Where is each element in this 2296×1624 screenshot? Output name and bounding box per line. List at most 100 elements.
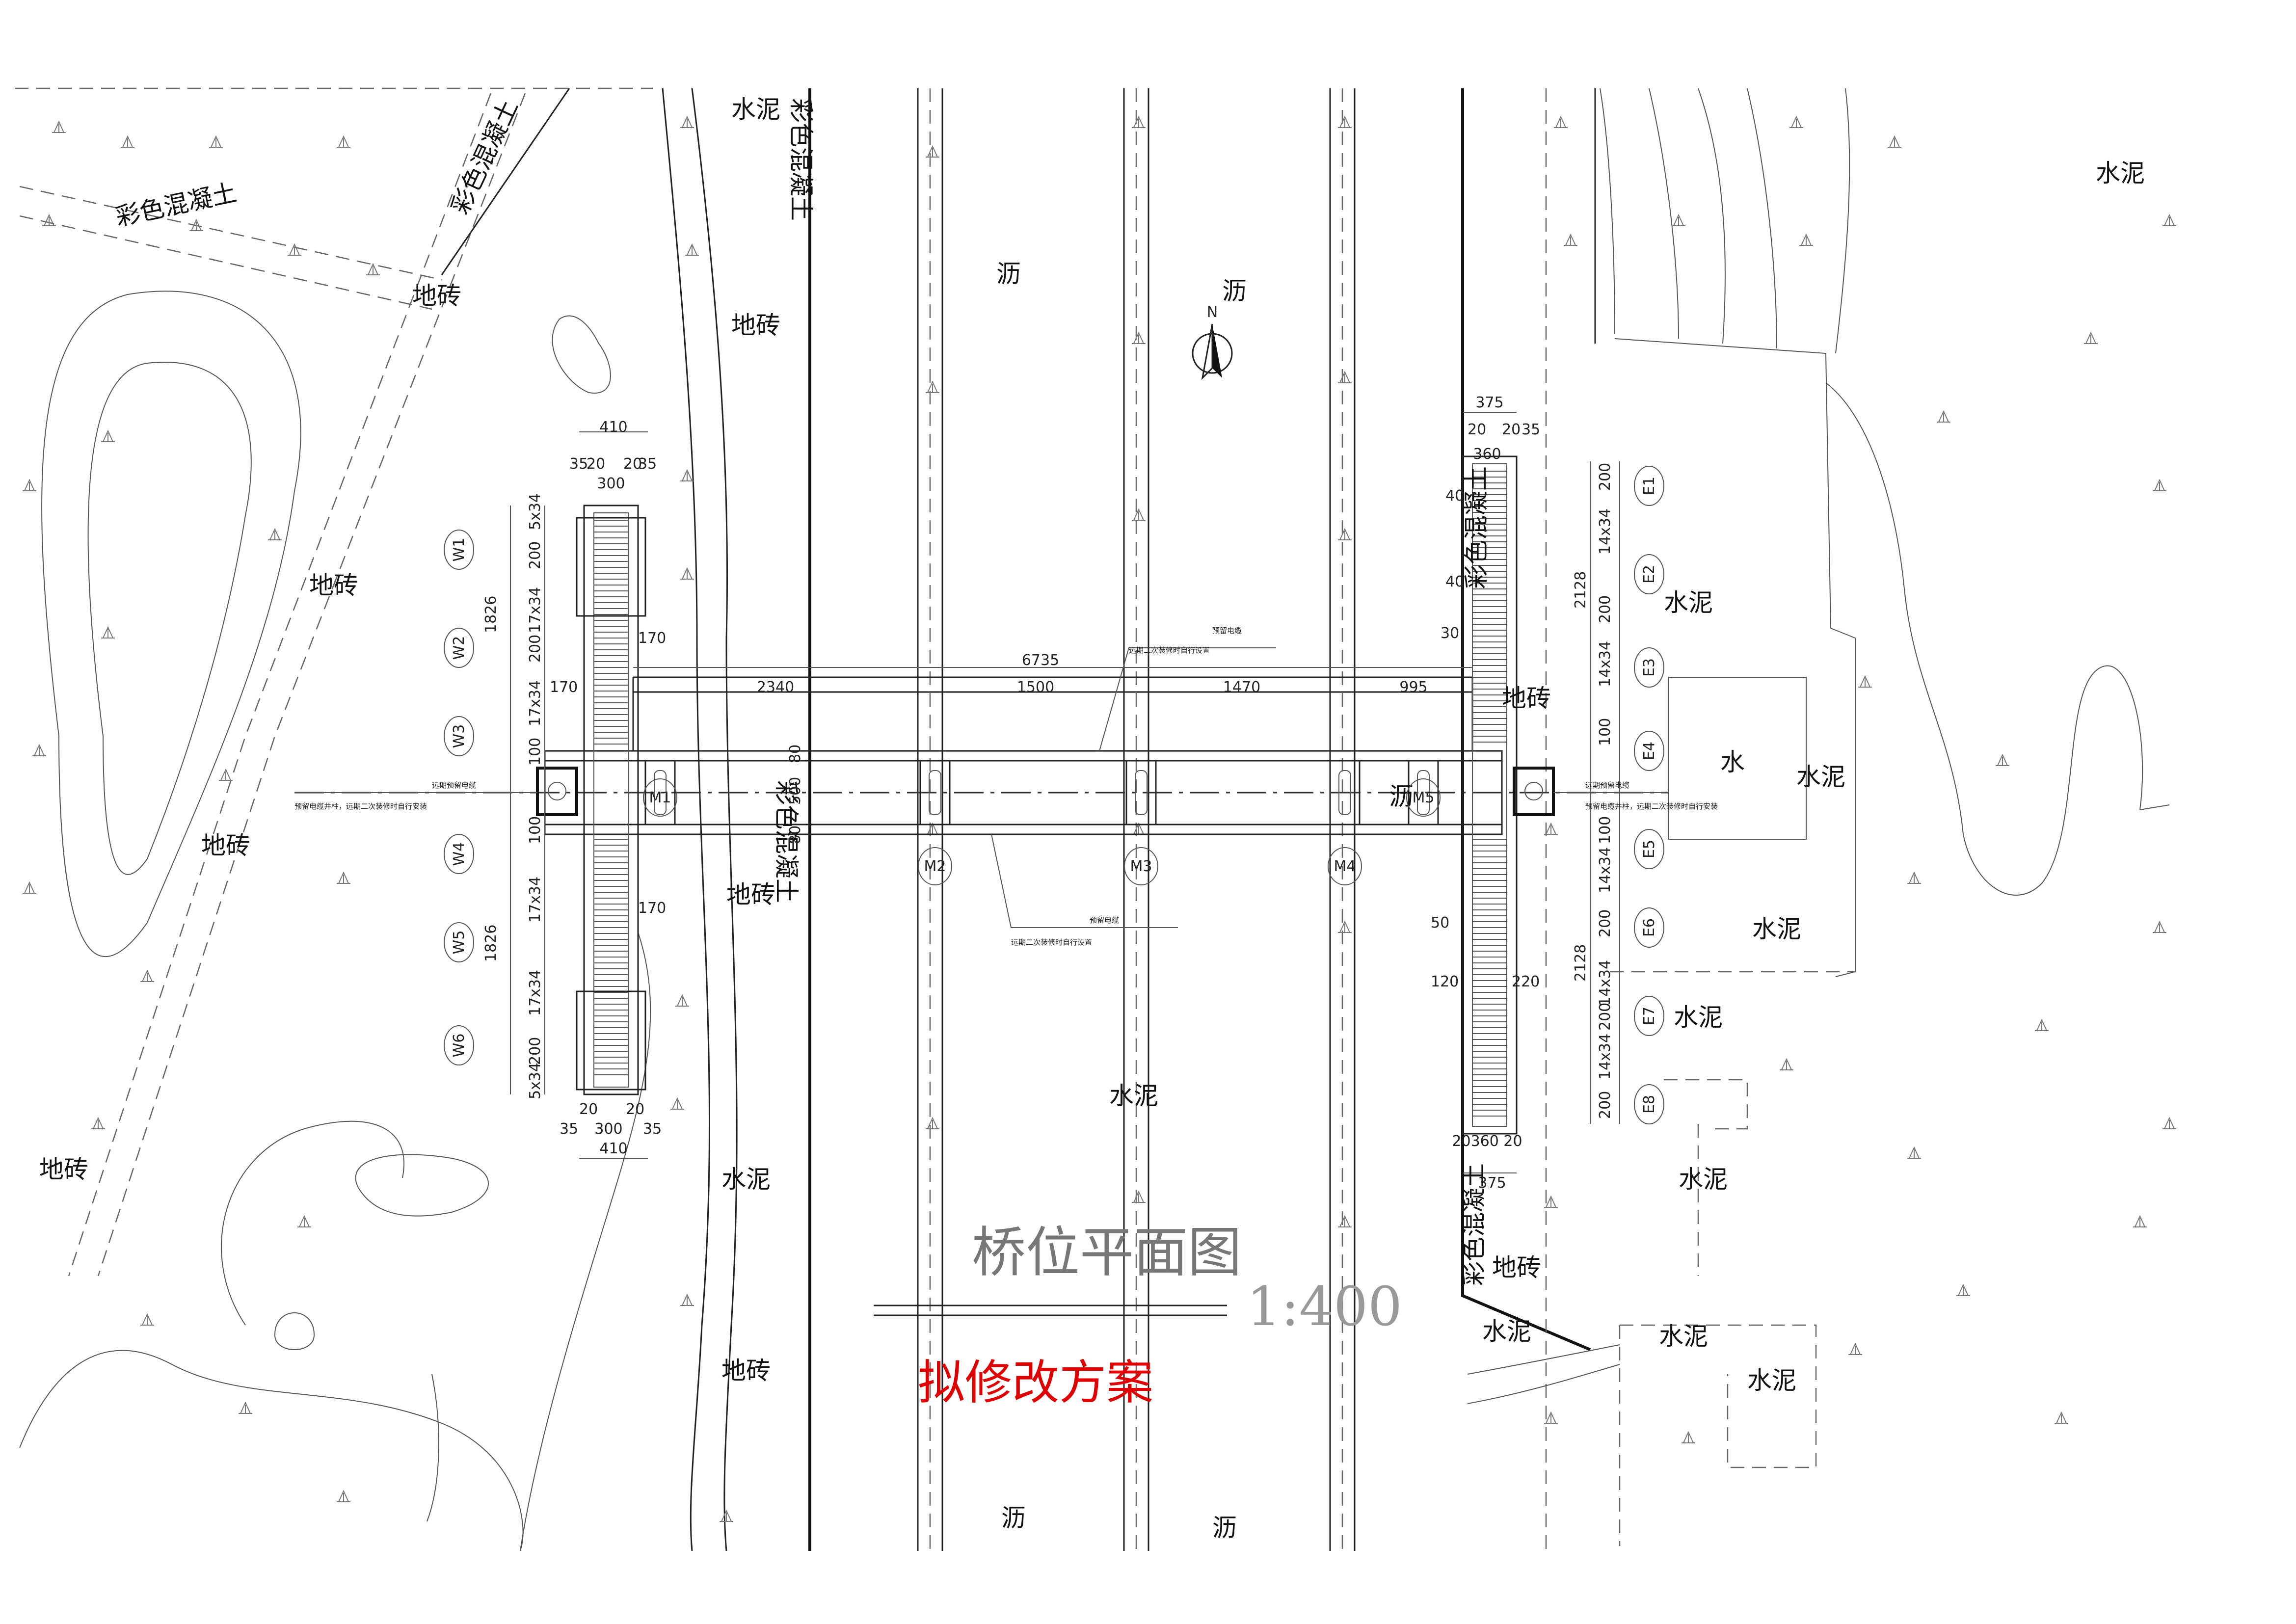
- note-cable-well: 预留电缆井柱，远期二次装修时自行安装: [294, 802, 427, 811]
- dim-west-inner: 300: [594, 1120, 622, 1138]
- north-arrow: N: [1192, 304, 1233, 380]
- label-tile: 地砖: [731, 311, 780, 340]
- dim-offset: 30: [1441, 625, 1459, 642]
- label-water: 水: [1720, 748, 1745, 776]
- dim-landing: 100: [527, 816, 544, 844]
- dim-landing: 200: [527, 635, 544, 663]
- dim-steps: 17x34: [527, 587, 544, 633]
- pier-label: M4: [1334, 858, 1356, 875]
- dim-steps: 14x34: [1597, 508, 1614, 555]
- dim-steps: 5x34: [527, 493, 544, 530]
- note-future: 远期二次装修时自行设置: [1011, 938, 1092, 947]
- east-stair-label: E7: [1641, 1007, 1658, 1025]
- site-linework: [15, 87, 2170, 1551]
- bridge: [294, 455, 1669, 1135]
- dim-offset: 50: [1431, 914, 1449, 932]
- dim-landing: 100: [1597, 718, 1614, 746]
- dim-landing: 170: [638, 630, 666, 647]
- dim-steps: 14x34: [1597, 847, 1614, 893]
- note-reserved-cable: 远期预留电缆: [1585, 781, 1629, 790]
- east-stair: [1462, 455, 1518, 1135]
- dim-offset: 120: [1431, 973, 1459, 990]
- dim-edge: 35: [569, 455, 588, 473]
- label-color-concrete: 彩色混凝土: [772, 780, 801, 903]
- dim-landing: 200: [527, 541, 544, 569]
- label-cement: 水泥: [1752, 915, 1801, 943]
- dim-east-width: 375: [1475, 394, 1503, 411]
- dim-landing: 200: [1597, 909, 1614, 937]
- dim-edge: 20: [579, 1101, 598, 1118]
- label-tile: 地砖: [721, 1357, 771, 1385]
- dim-span: 1500: [1017, 679, 1054, 696]
- dim-steps: 17x34: [527, 970, 544, 1016]
- dim-east-length: 2128: [1572, 944, 1589, 982]
- dimension-texts: 6735 2340 1500 1470 995 410 410 300 300 …: [482, 394, 1614, 1192]
- dim-east-length: 2128: [1572, 571, 1589, 609]
- label-cement: 水泥: [1747, 1366, 1796, 1395]
- east-stair-label: E8: [1641, 1095, 1658, 1114]
- pier-label: M1: [649, 789, 671, 806]
- label-asphalt: 沥: [996, 260, 1021, 288]
- dim-steps: 14x34: [1597, 960, 1614, 1006]
- dim-west-width: 410: [599, 1140, 627, 1157]
- label-tile: 地砖: [39, 1155, 88, 1184]
- dim-landing: 170: [638, 900, 666, 917]
- dim-steps: 14x34: [1597, 641, 1614, 687]
- label-cement: 水泥: [2096, 159, 2145, 187]
- note-future: 远期二次装修时自行设置: [1129, 646, 1210, 655]
- east-stair-label: E5: [1641, 840, 1658, 858]
- dim-span: 1470: [1223, 679, 1260, 696]
- dim-east-bottom: 20360 20: [1452, 1133, 1522, 1150]
- dim-west-length: 1826: [482, 925, 500, 962]
- dim-landing: 100: [527, 738, 544, 766]
- east-stair-label: E6: [1641, 918, 1658, 937]
- dim-west-length: 1826: [482, 596, 500, 633]
- dim-edge: 35: [638, 455, 657, 473]
- west-cable-well: [536, 767, 578, 816]
- dim-landing: 200: [1597, 595, 1614, 623]
- label-cement: 水泥: [1796, 763, 1845, 791]
- dim-steps: 17x34: [527, 877, 544, 923]
- pier-label: M3: [1130, 858, 1152, 875]
- label-color-concrete: 彩色混凝土: [1460, 1163, 1488, 1286]
- note-reserved-cable: 远期预留电缆: [432, 781, 476, 790]
- west-stair: [583, 505, 639, 1095]
- material-labels: 水泥 水泥 水泥 水泥 水泥 水泥 水泥 水泥 水泥 水泥 水泥 水泥 沥 沥 …: [39, 95, 2145, 1542]
- dim-landing: 200: [1597, 463, 1614, 491]
- label-color-concrete: 彩色混凝土: [1462, 466, 1491, 589]
- west-stair-label: W3: [451, 724, 468, 748]
- label-tile: 地砖: [412, 282, 461, 310]
- title-block: 桥位平面图 1:400 拟修改方案: [918, 1221, 1402, 1410]
- dim-edge: 20: [626, 1101, 644, 1118]
- dim-steps: 14x34: [1597, 1034, 1614, 1080]
- dimension-lines: [294, 412, 1669, 1316]
- dim-edge: 20: [1502, 421, 1521, 438]
- grass-symbols: [23, 115, 2176, 1522]
- dim-west-inner: 300: [597, 475, 625, 492]
- west-stair-label: W5: [451, 931, 468, 955]
- note-cable: 预留电缆: [1090, 916, 1119, 925]
- label-cement: 水泥: [731, 95, 780, 124]
- dim-edge: 35: [643, 1120, 662, 1138]
- dim-edge: 20: [1468, 421, 1486, 438]
- label-color-concrete: 彩色混凝土: [113, 178, 239, 232]
- dim-edge: 35: [1522, 421, 1540, 438]
- dim-landing: 170: [550, 679, 578, 696]
- dim-landing: 200: [527, 1037, 544, 1065]
- east-stair-label: E2: [1641, 565, 1658, 584]
- label-tile: 地砖: [1502, 684, 1551, 713]
- drawing-title: 桥位平面图: [972, 1221, 1242, 1284]
- west-stair-label: W6: [451, 1034, 468, 1058]
- label-cement: 水泥: [1109, 1082, 1158, 1110]
- west-stair-label: W1: [451, 538, 468, 562]
- label-color-concrete: 彩色混凝土: [446, 95, 523, 218]
- dim-deck: 500: [787, 777, 804, 805]
- dim-landing: 100: [1597, 816, 1614, 844]
- label-asphalt: 沥: [1212, 1514, 1237, 1542]
- dim-west-width: 410: [599, 419, 627, 436]
- dim-deck: 80: [787, 825, 804, 844]
- dim-offset: 40: [1445, 487, 1464, 505]
- dim-edge: 35: [560, 1120, 578, 1138]
- north-label: N: [1207, 304, 1218, 321]
